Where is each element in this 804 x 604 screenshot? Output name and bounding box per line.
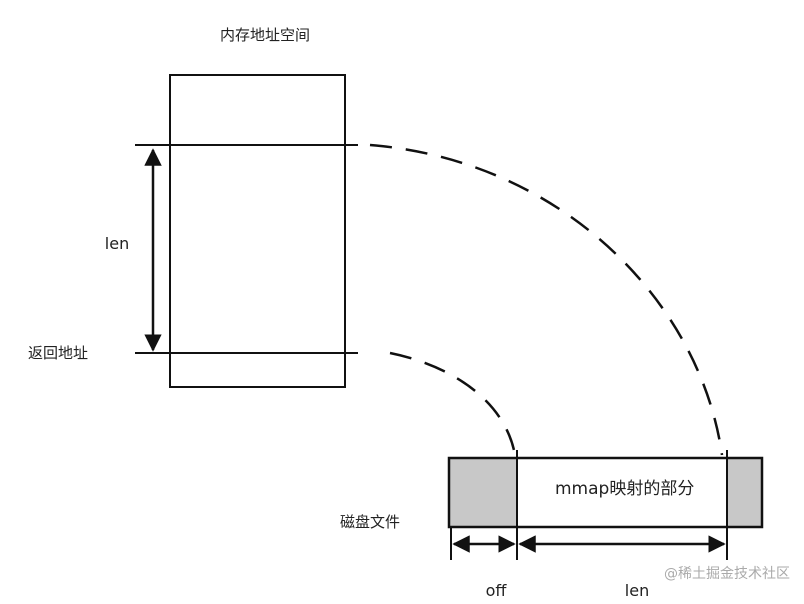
watermark: @稀土掘金技术社区 xyxy=(664,566,790,582)
disk-file-box xyxy=(447,456,764,529)
tail-region xyxy=(727,458,762,527)
offset-region xyxy=(449,458,517,527)
memory-len-label: len xyxy=(105,234,129,253)
outer-mapping-arc xyxy=(369,143,724,456)
off-label: off xyxy=(486,581,508,600)
memory-address-space-box xyxy=(169,74,346,388)
inner-mapping-arc xyxy=(389,351,517,456)
memory-space-title: 内存地址空间 xyxy=(220,26,310,44)
disk-file-label: 磁盘文件 xyxy=(340,513,400,531)
return-address-label: 返回地址 xyxy=(28,344,88,362)
file-len-label: len xyxy=(625,581,649,600)
mapped-part-label: mmap映射的部分 xyxy=(555,479,694,499)
